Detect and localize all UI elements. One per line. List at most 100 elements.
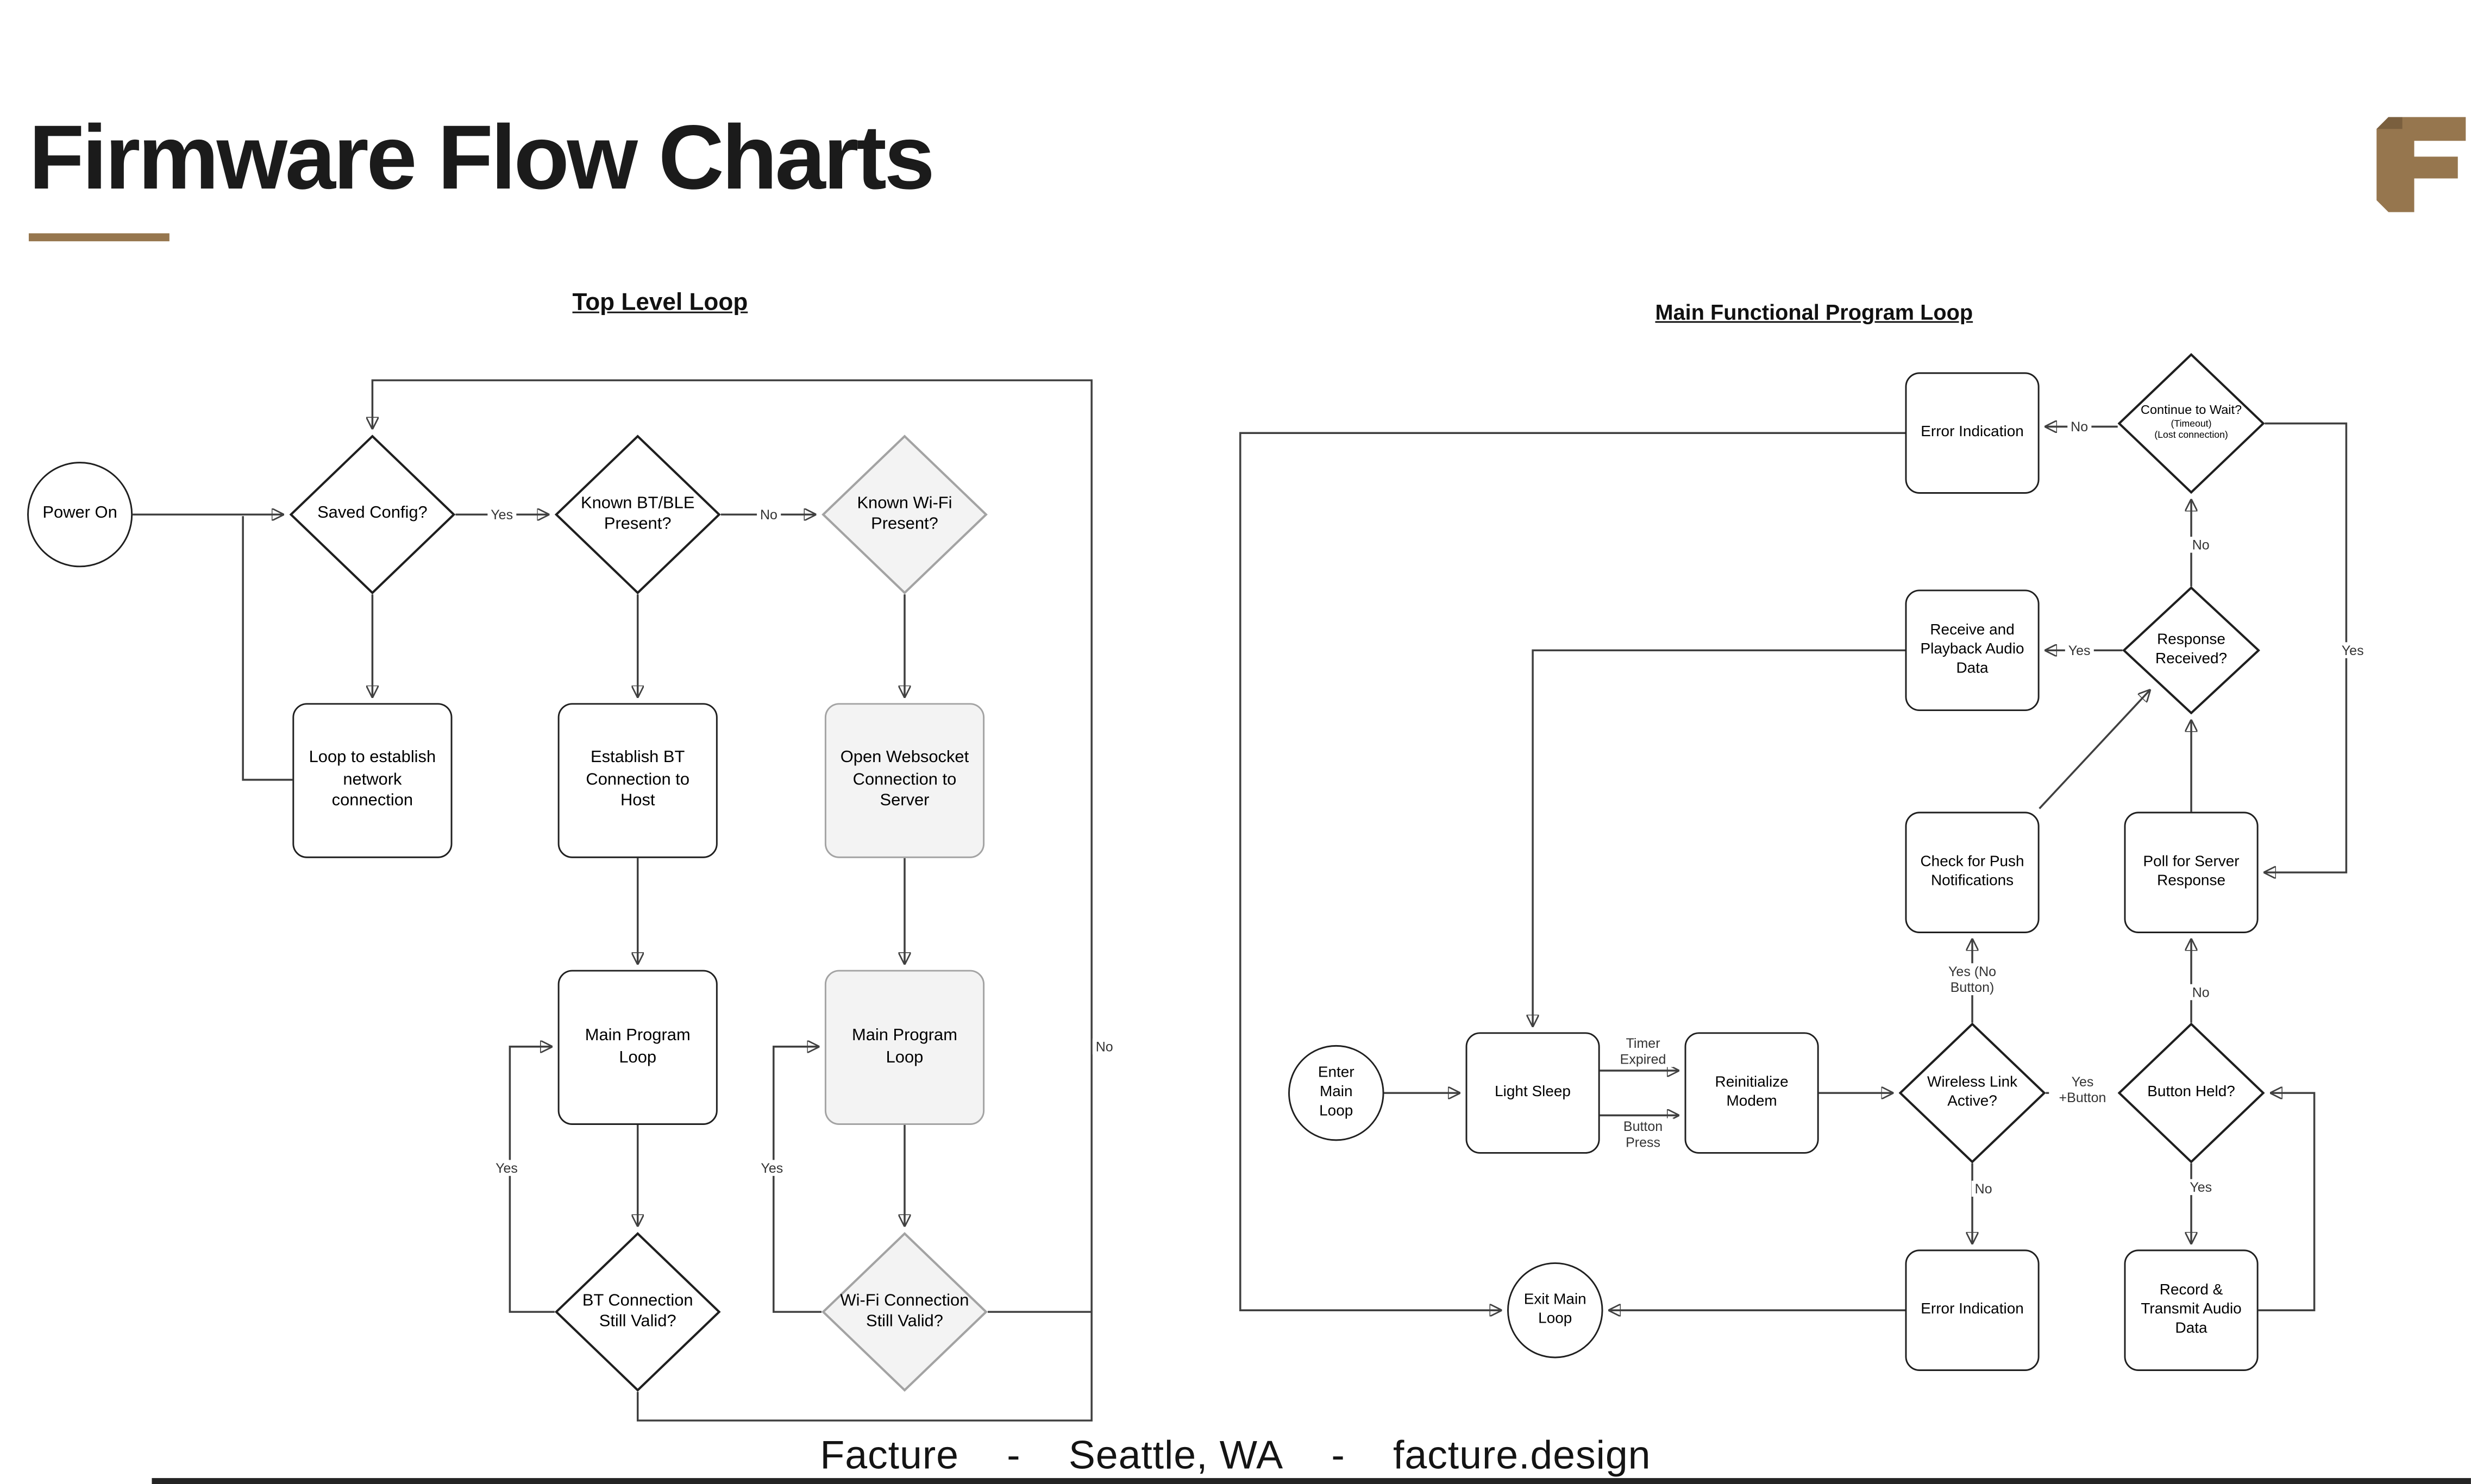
edge-label-yes: Yes [487,506,516,523]
flow-node-main-loop-bt: Main Program Loop [557,970,718,1125]
edge-label-yes-no-button: Yes (No Button) [1929,963,2016,996]
flow-node-exit-main-loop: Exit Main Loop [1507,1262,1603,1359]
flow-node-known-wifi: Known Wi-Fi Present? [821,435,988,594]
node-sublabel: (Timeout) [2171,419,2212,430]
connector [509,1047,555,1313]
footer-location: Seattle, WA [1068,1433,1284,1479]
node-label: Wireless Link Active? [1927,1073,2018,1111]
connector [773,1047,822,1313]
edge-label-yes: Yes [2186,1179,2216,1196]
node-label: Power On [42,504,117,523]
node-label: BT Connection Still Valid? [582,1290,693,1331]
connector [2265,422,2348,873]
connector [1239,432,1905,1310]
edge-label-yes: Yes [2065,642,2094,659]
flow-node-enter-main-loop: Enter Main Loop [1288,1045,1384,1141]
node-label-main: Continue to Wait? [2140,403,2242,418]
flow-node-reinitialize-modem: Reinitialize Modem [1684,1032,1819,1154]
flow-node-wireless-link: Wireless Link Active? [1899,1023,2046,1164]
diamond-shape [821,435,988,594]
flow-node-power-on: Power On [27,462,133,568]
connector [372,379,1093,1422]
node-label: Reinitialize Modem [1715,1073,1789,1111]
node-label: Error Indication [1921,423,2024,441]
edge-label-yes-button: Yes +Button [2049,1073,2116,1106]
bottom-edge-bar [152,1478,2471,1484]
flow-node-error-indication-top: Error Indication [1905,372,2040,494]
edge-label-no: No [2067,418,2092,435]
chart-title-main-loop: Main Functional Program Loop [1655,300,1973,325]
node-label: Receive and Playback Audio Data [1920,621,2024,678]
flow-node-loop-establish: Loop to establish network connection [292,703,453,858]
edge-label-no: No [2188,537,2213,554]
edge-label-no: No [757,506,781,523]
flow-node-check-push: Check for Push Notifications [1905,812,2040,933]
facture-f-glyph [2376,117,2466,212]
flow-node-button-held: Button Held? [2118,1023,2265,1164]
title-underline [28,233,170,242]
edge-label-timer-expired: Timer Expired [1613,1035,1673,1068]
diamond-shape [1899,1023,2046,1164]
flow-node-response-received: Response Received? [2123,587,2260,714]
diamond-shape [555,435,721,594]
footer-separator: - [1007,1433,1021,1479]
node-label: Wi-Fi Connection Still Valid? [840,1290,969,1331]
node-label: Record & Transmit Audio Data [2141,1281,2242,1338]
flow-node-establish-bt: Establish BT Connection to Host [557,703,718,858]
footer-website: facture.design [1393,1433,1651,1479]
node-label: Response Received? [2155,631,2228,668]
diamond-shape [821,1232,988,1392]
edge-label-yes: Yes [492,1160,521,1177]
node-label: Saved Config? [317,504,428,523]
diamond-shape [2118,1023,2265,1164]
node-label: Loop to establish network connection [309,748,436,811]
footer: Facture - Seattle, WA - facture.design [0,1433,2471,1480]
flow-node-saved-config: Saved Config? [289,435,455,594]
edge-label-no: No [2188,984,2213,1001]
diamond-shape [2118,353,2265,494]
node-label: Continue to Wait? (Timeout) (Lost connec… [2134,403,2249,443]
flow-node-open-websocket: Open Websocket Connection to Server [824,703,985,858]
flow-node-poll-server: Poll for Server Response [2124,812,2259,933]
edge-label-yes: Yes [757,1160,787,1177]
node-label: Poll for Server Response [2143,853,2240,890]
diamond-shape [2123,587,2260,714]
flow-node-record-transmit: Record & Transmit Audio Data [2124,1249,2259,1371]
connector [242,516,293,781]
edge-label-no: No [1092,1038,1117,1055]
facture-logo-icon [2369,115,2468,214]
node-label: Open Websocket Connection to Server [840,748,969,811]
flow-node-bt-valid: BT Connection Still Valid? [555,1232,721,1392]
flow-node-known-bt: Known BT/BLE Present? [555,435,721,594]
node-label: Button Held? [2147,1083,2235,1101]
edge-label-no: No [1971,1180,1996,1197]
connector [2258,1093,2316,1311]
node-label: Light Sleep [1495,1083,1571,1101]
node-label: Main Program Loop [851,1026,957,1067]
flow-node-error-indication-bottom: Error Indication [1905,1249,2040,1371]
diamond-shape [289,435,455,594]
node-label: Exit Main Loop [1523,1291,1586,1328]
node-label: Known Wi-Fi Present? [857,493,952,534]
node-label: Enter Main Loop [1318,1064,1354,1121]
node-label: Main Program Loop [585,1026,691,1067]
edge-label-yes: Yes [2338,642,2367,659]
diamond-shape [555,1232,721,1392]
footer-separator: - [1331,1433,1345,1479]
connector [2039,690,2150,809]
footer-brand: Facture [820,1433,959,1479]
node-label: Known BT/BLE Present? [580,493,695,534]
page-title: Firmware Flow Charts [28,107,935,210]
flow-node-light-sleep: Light Sleep [1465,1032,1600,1154]
flow-node-receive-playback: Receive and Playback Audio Data [1905,589,2040,712]
node-label: Check for Push Notifications [1920,853,2024,890]
edge-label-button-press: Button Press [1613,1118,1673,1151]
node-label: Error Indication [1921,1300,2024,1318]
chart-title-top-level: Top Level Loop [572,289,748,317]
node-sublabel: (Lost connection) [2154,431,2228,442]
flow-node-continue-wait: Continue to Wait? (Timeout) (Lost connec… [2118,353,2265,494]
connector [1533,649,1905,1026]
flow-node-wifi-valid: Wi-Fi Connection Still Valid? [821,1232,988,1392]
